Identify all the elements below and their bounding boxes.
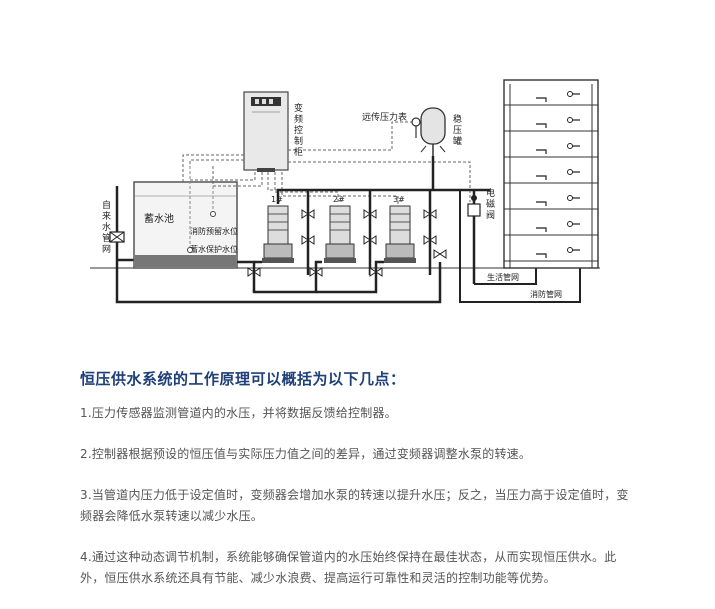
living-pipe-label: 生活管网 — [487, 272, 519, 282]
pressure-tank-label: 稳压罐 — [453, 113, 462, 147]
vfd-cabinet-label: 变频控制柜 — [294, 102, 303, 158]
paragraph-1: 1.压力传感器监测管道内的水压，并将数据反馈给控制器。 — [80, 406, 397, 420]
paragraph-4: 4.通过这种动态调节机制，系统能够确保管道内的水压始终保持在最佳状态，从而实现恒… — [80, 550, 617, 585]
water-supply-diagram: 自来水管网 蓄水池 消防预留水位 蓄水保护水位 变频控制柜 远传 — [90, 79, 600, 304]
section-heading: 恒压供水系统的工作原理可以概括为以下几点： — [80, 370, 406, 388]
suction-pipes — [237, 260, 384, 294]
paragraph-3: 3.当管道内压力低于设定值时，变频器会增加水泵的转速以提升水压；反之，当压力高于… — [80, 488, 629, 523]
pump-3-label: 3# — [393, 195, 405, 204]
fire-hydrant-valves — [567, 91, 573, 253]
pump-3 — [384, 205, 416, 263]
building — [503, 79, 599, 269]
tap-water-inlet-label: 自来水管网 — [102, 199, 111, 255]
pressure-transmitter-label: 远传压力表 — [362, 111, 407, 123]
pump-2 — [324, 205, 356, 263]
valves — [247, 209, 447, 277]
vfd-control-cabinet — [243, 91, 289, 172]
explanation-section: 恒压供水系统的工作原理可以概括为以下几点： 1.压力传感器监测管道内的水压，并将… — [80, 368, 640, 609]
tap-water-inlet — [109, 186, 134, 262]
solenoid-valve — [467, 190, 481, 284]
paragraph-2: 2.控制器根据预设的恒压值与实际压力值之间的差异，通过变频器调整水泵的转速。 — [80, 447, 532, 461]
tank-label: 蓄水池 — [144, 212, 174, 225]
floor-taps — [536, 93, 580, 258]
storage-tank — [133, 181, 238, 269]
solenoid-valve-label: 电磁阀 — [486, 187, 495, 221]
pump-2-label: 2# — [333, 195, 345, 204]
pump-1-label: 1# — [271, 195, 283, 204]
tank-protection-level-label: 蓄水保护水位 — [190, 244, 238, 254]
fire-pipe-main — [115, 260, 442, 304]
pump-1 — [262, 205, 294, 263]
fire-reserve-level-label: 消防预留水位 — [190, 226, 238, 236]
fire-pipe-label: 消防管网 — [530, 289, 562, 299]
control-signal-lines — [182, 121, 471, 204]
pressure-transmitter — [411, 117, 421, 138]
pressure-tank — [420, 107, 446, 156]
